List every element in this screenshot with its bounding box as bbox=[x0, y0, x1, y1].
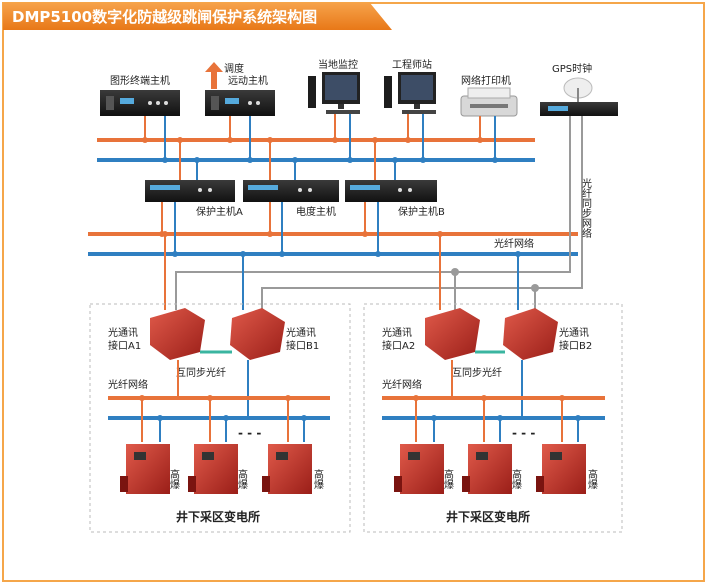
network-printer: 网络打印机 bbox=[460, 74, 518, 117]
switchgear-1a bbox=[120, 444, 170, 494]
network-printer-label: 网络打印机 bbox=[461, 74, 511, 87]
protection-host-a: 保护主机A bbox=[145, 180, 243, 218]
hv-label-2a: 高爆 bbox=[442, 468, 454, 490]
engineer-station: 工程师站 bbox=[384, 58, 436, 114]
comm-drops bbox=[162, 231, 521, 310]
gps-clock: GPS时钟 bbox=[540, 62, 618, 116]
comm-interface-b1-icon bbox=[230, 308, 285, 360]
switchgear-1b bbox=[188, 444, 238, 494]
comm-a2-line2: 接口A2 bbox=[382, 339, 415, 352]
sync-fiber-2-label: 互同步光纤 bbox=[452, 366, 502, 379]
hv-label-1c: 高爆 bbox=[312, 468, 324, 490]
hv-label-2c: 高爆 bbox=[586, 468, 598, 490]
telecontrol-host: 远动主机 bbox=[205, 74, 275, 116]
substation-2-name: 井下采区变电所 bbox=[446, 509, 530, 524]
comm-a1-line2: 接口A1 bbox=[108, 339, 141, 352]
switchgear-1c bbox=[262, 444, 312, 494]
host-links-mid bbox=[159, 202, 381, 257]
substation-1-name: 井下采区变电所 bbox=[176, 509, 260, 524]
comm-interface-a1-icon bbox=[150, 308, 205, 360]
switchgear-2c bbox=[536, 444, 586, 494]
comm-a2-line1: 光通讯 bbox=[382, 326, 412, 339]
fiber-sync-network-label: 光纤同步网络 bbox=[580, 177, 592, 239]
comm-interface-b2-icon bbox=[503, 308, 558, 360]
protection-host-b: 保护主机B bbox=[345, 180, 445, 218]
protection-host-a-label: 保护主机A bbox=[196, 205, 243, 218]
engineer-station-label: 工程师站 bbox=[392, 58, 432, 71]
comm-a1-line1: 光通讯 bbox=[108, 326, 138, 339]
protection-host-b-label: 保护主机B bbox=[398, 205, 445, 218]
comm-b1-line2: 接口B1 bbox=[286, 339, 319, 352]
top-drops bbox=[142, 114, 498, 163]
hv-label-1b: 高爆 bbox=[236, 468, 248, 490]
gps-clock-label: GPS时钟 bbox=[552, 62, 592, 75]
substation-2: 光通讯 接口A2 光通讯 接口B2 互同步光纤 光纤网络 - - - bbox=[363, 303, 623, 533]
telecontrol-label: 远动主机 bbox=[228, 74, 268, 87]
host-links-top bbox=[177, 137, 398, 180]
comm-interface-a2-icon bbox=[425, 308, 480, 360]
more-dots-2: - - - bbox=[512, 426, 535, 440]
graphic-terminal-host: 图形终端主机 bbox=[100, 74, 180, 116]
local-monitor-workstation: 当地监控 bbox=[308, 58, 360, 114]
dispatch-arrow: 调度 bbox=[205, 62, 244, 89]
fiber-network-2-label: 光纤网络 bbox=[382, 378, 422, 391]
graphic-terminal-label: 图形终端主机 bbox=[110, 74, 170, 87]
power-host: 电度主机 bbox=[243, 180, 339, 218]
sync-fiber-1-label: 互同步光纤 bbox=[176, 366, 226, 379]
fiber-network-1-label: 光纤网络 bbox=[108, 378, 148, 391]
comm-b2-line2: 接口B2 bbox=[559, 339, 592, 352]
comm-b1-line1: 光通讯 bbox=[286, 326, 316, 339]
page-title: DMP5100数字化防越级跳闸保护系统架构图 bbox=[12, 8, 317, 26]
fiber-network-top-label: 光纤网络 bbox=[494, 237, 534, 250]
local-monitor-label: 当地监控 bbox=[318, 58, 358, 71]
power-host-label: 电度主机 bbox=[296, 205, 336, 218]
hv-label-1a: 高爆 bbox=[168, 468, 180, 490]
switchgear-2a bbox=[394, 444, 444, 494]
title-header: DMP5100数字化防越级跳闸保护系统架构图 bbox=[3, 3, 392, 30]
switchgear-2b bbox=[462, 444, 512, 494]
more-dots-1: - - - bbox=[238, 426, 261, 440]
hv-label-2b: 高爆 bbox=[510, 468, 522, 490]
substation-1: 光通讯 接口A1 光通讯 接口B1 互同步光纤 光纤网络 - - - bbox=[89, 303, 351, 533]
dispatch-label: 调度 bbox=[224, 62, 244, 75]
comm-b2-line1: 光通讯 bbox=[559, 326, 589, 339]
